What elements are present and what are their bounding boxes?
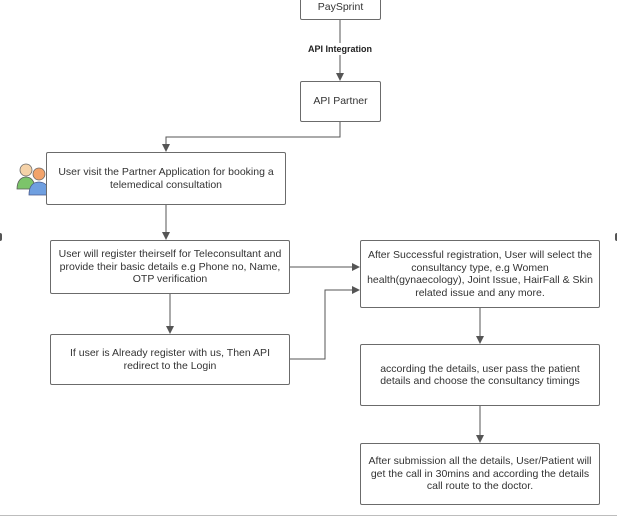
node-register: User will register theirself for Telecon… <box>50 240 290 294</box>
node-paysprint: PaySprint <box>300 0 381 20</box>
node-patient-details: according the details, user pass the pat… <box>360 344 600 406</box>
connector-already-registered-to-select-type <box>290 286 360 360</box>
edge-label-api-integration: API Integration <box>306 43 375 55</box>
bottom-divider <box>0 515 617 516</box>
left-edge-handle <box>0 233 2 241</box>
right-edge-handle <box>615 233 617 241</box>
node-already-registered: If user is Already register with us, The… <box>50 334 290 385</box>
node-user-visit: User visit the Partner Application for b… <box>46 152 286 205</box>
connector-api-partner-to-user-visit <box>162 122 341 152</box>
node-api-partner: API Partner <box>300 81 381 122</box>
node-call: After submission all the details, User/P… <box>360 443 600 505</box>
node-select-type: After Successful registration, User will… <box>360 240 600 308</box>
users-icon <box>16 163 50 196</box>
